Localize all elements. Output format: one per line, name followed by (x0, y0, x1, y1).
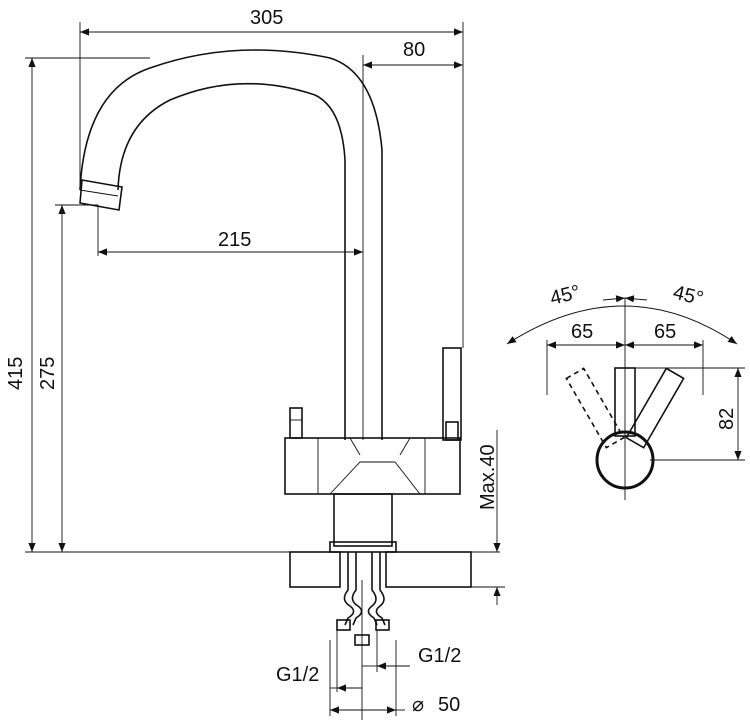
dim-inlet-thread-right: G1/2 (418, 645, 461, 667)
handle-rotation-view: 45° 45° 65 65 82 (506, 281, 745, 500)
dim-base-diameter-symbol: ⌀ (412, 694, 424, 716)
dim-handle-height: 82 (716, 408, 738, 430)
right-handle-rotated (625, 367, 685, 449)
valve-body (284, 437, 461, 495)
left-lever (289, 407, 303, 439)
angle-arc (506, 305, 738, 345)
dim-base-diameter: 50 (438, 694, 460, 716)
spout-inner-contour (117, 82, 346, 440)
dim-spout-reach: 215 (218, 229, 251, 251)
dim-total-height: 415 (5, 357, 27, 390)
spout-outer-contour (79, 49, 383, 440)
countertop-left (289, 551, 341, 588)
dim-handle-offset-left: 65 (571, 321, 593, 343)
dim-handle-angle-right: 45° (671, 282, 706, 311)
side-view-dimensions: 305 80 215 415 275 Max.40 G1/2 G1/2 (5, 7, 505, 716)
countertop-right (385, 551, 472, 588)
dim-spout-height: 275 (37, 357, 59, 390)
dim-max-counter-thickness: Max.40 (477, 444, 499, 510)
left-handle-rotated (565, 367, 625, 449)
supply-hose-right (367, 552, 378, 626)
dim-handle-offset-right: 65 (654, 321, 676, 343)
dim-handle-angle-left: 45° (548, 281, 583, 310)
mounting-stem (333, 493, 393, 547)
dim-total-reach: 305 (250, 7, 283, 29)
dim-head-offset: 80 (403, 39, 425, 61)
supply-hose-left (343, 552, 355, 626)
dim-inlet-thread-left: G1/2 (276, 664, 319, 686)
aerator-tip (79, 179, 123, 211)
faucet-side-view (79, 49, 472, 720)
